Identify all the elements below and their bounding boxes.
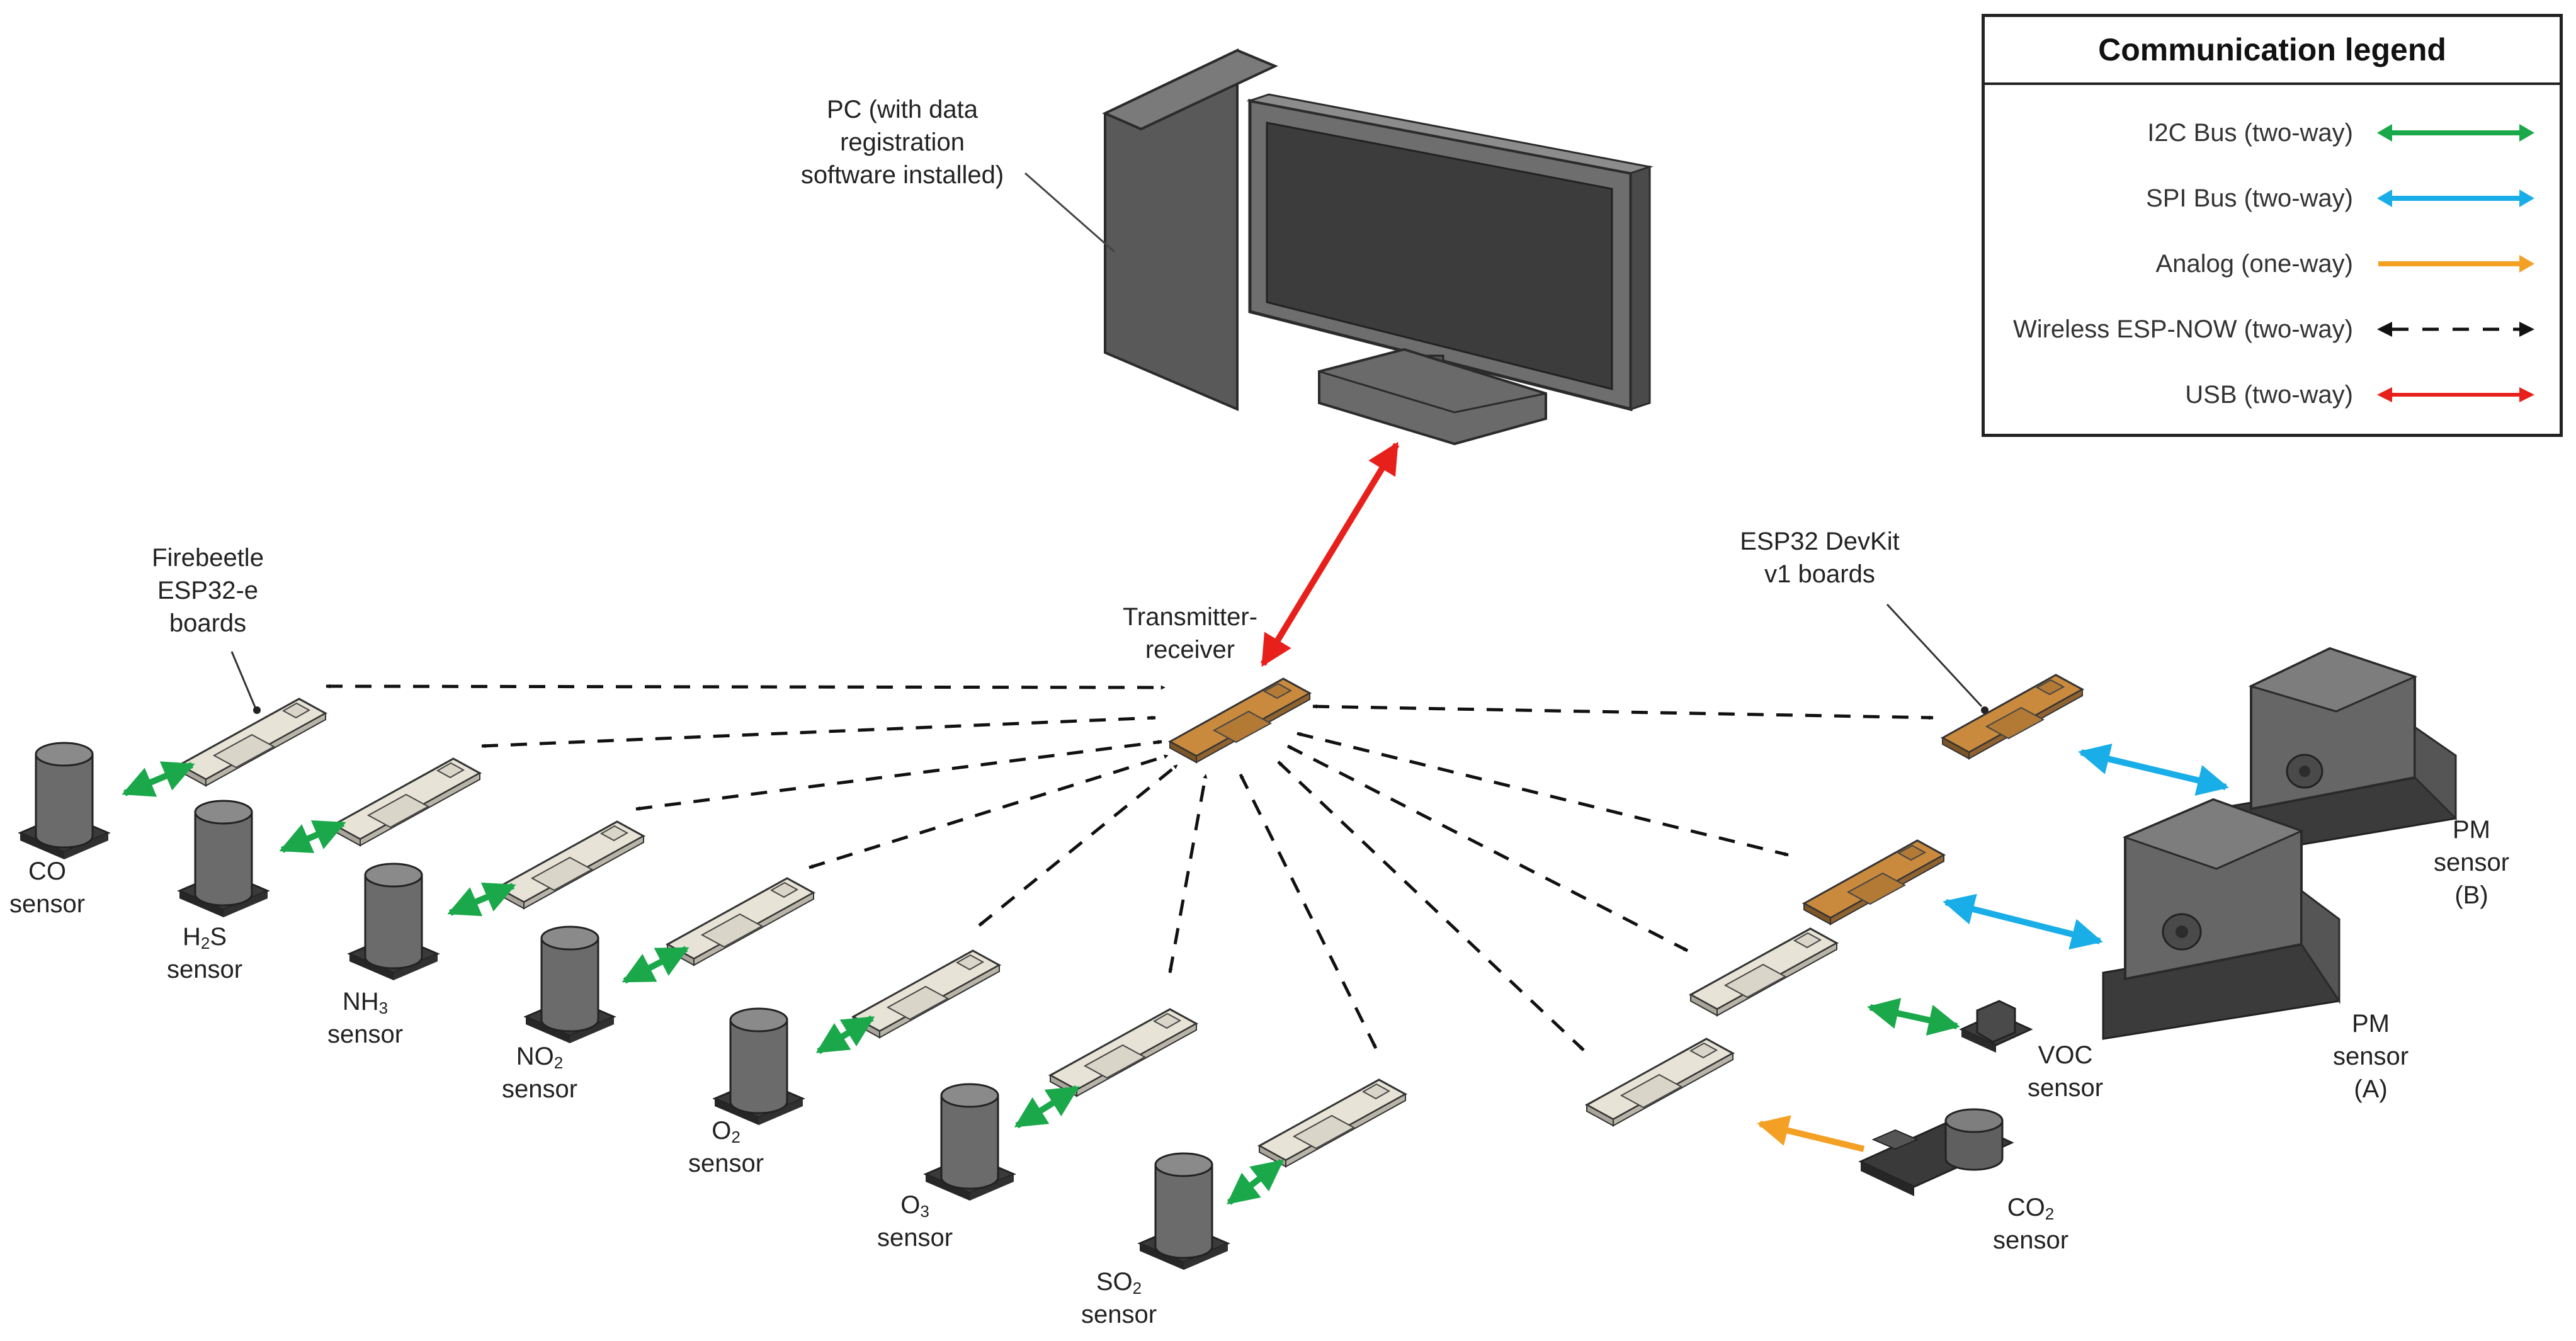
legend-item-usb: USB (two-way) [1985, 373, 2560, 424]
firebeetle-board-o3 [1049, 1008, 1198, 1097]
wireless-link-pm-a [1297, 732, 1789, 857]
wireless-link-so2 [1239, 773, 1378, 1050]
devkit-label: ESP32 DevKit v1 boards [1740, 528, 1900, 588]
devkit-board-pm-a [1803, 839, 1945, 925]
legend-label-spi: SPI Bus (two-way) [2146, 184, 2353, 212]
legend-label-wireless: Wireless ESP-NOW (two-way) [2012, 315, 2353, 343]
i2c-link-o2 [815, 1015, 875, 1055]
firebeetle-board-co [178, 698, 327, 787]
co-sensor-label: CO sensor [9, 857, 86, 918]
firebeetle-board-o2 [852, 949, 1001, 1039]
h2s-sensor-label: H2S sensor [166, 923, 243, 983]
voc-sensor-label: VOC sensor [2027, 1041, 2104, 1102]
o3-sensor-device [924, 1083, 1015, 1202]
legend-item-spi: SPI Bus (two-way) [1985, 177, 2560, 227]
analog-link-co2 [1757, 1115, 1865, 1152]
nh3-sensor-device [348, 863, 439, 982]
wireless-link-co [326, 684, 1166, 690]
firebeetle-board-h2s [332, 757, 481, 847]
i2c-link-nh3 [447, 882, 516, 917]
pm-sensor-a-label: PM sensor (A) [2332, 1010, 2409, 1103]
o3-sensor-label: O3 sensor [877, 1191, 953, 1252]
firebeetle-board-nh3 [496, 820, 645, 910]
o2-sensor-device [713, 1007, 804, 1126]
voc-sensor-device [1959, 1000, 2033, 1053]
spi-links [1943, 744, 2229, 950]
i2c-link-h2s [279, 820, 346, 854]
wireless-link-nh3 [635, 740, 1162, 811]
transmitter-receiver-board [1169, 677, 1311, 764]
nh3-sensor-label: NH3 sensor [327, 988, 404, 1048]
legend-arrow-usb [2377, 387, 2534, 402]
pm-sensor-a-device [2102, 798, 2341, 1040]
i2c-link-o3 [1014, 1085, 1080, 1129]
i2c-link-co [122, 761, 195, 797]
communication-legend: Communication legend I2C Bus (two-way) S… [1982, 14, 2563, 437]
h2s-sensor-device [178, 800, 269, 919]
i2c-link-no2 [621, 946, 689, 984]
devkit-leader-line [1886, 603, 1983, 708]
legend-arrow-i2c [2377, 124, 2534, 142]
pm-sensor-b-label: PM sensor (B) [2433, 816, 2510, 909]
legend-item-i2c: I2C Bus (two-way) [1985, 111, 2560, 162]
so2-sensor-device [1138, 1152, 1229, 1271]
transceiver-label: Transmitter- receiver [1122, 603, 1258, 664]
spi-link-pm-b [2078, 744, 2229, 796]
spi-link-pm-a [1943, 893, 2103, 950]
firebeetle-leader-line [230, 651, 256, 708]
devkit-board-co2 [1586, 1038, 1734, 1127]
wireless-link-o3 [1168, 774, 1208, 973]
i2c-link-voc [1867, 998, 1960, 1036]
wireless-link-o2 [978, 764, 1179, 927]
legend-item-analog: Analog (one-way) [1985, 242, 2560, 293]
wireless-link-co2 [1277, 761, 1585, 1051]
legend-item-wireless: Wireless ESP-NOW (two-way) [1985, 308, 2560, 358]
legend-arrow-analog [2378, 255, 2534, 273]
wireless-link-no2 [809, 754, 1169, 869]
o2-sensor-label: O2 sensor [688, 1117, 764, 1177]
i2c-links [122, 761, 1960, 1205]
usb-link-arrow [1260, 441, 1400, 667]
pc-leader-line [1024, 172, 1115, 253]
wireless-link-voc [1286, 744, 1689, 953]
co2-sensor-label: CO2 sensor [1992, 1194, 2069, 1254]
legend-label-i2c: I2C Bus (two-way) [2147, 119, 2353, 147]
pc-label: PC (with data registration software inst… [800, 96, 1004, 189]
legend-arrow-spi [2377, 190, 2534, 207]
firebeetle-board-no2 [666, 877, 815, 966]
wireless-links [326, 684, 1934, 1051]
devkit-board-voc [1689, 927, 1838, 1017]
wireless-link-pm-b [1312, 704, 1934, 720]
i2c-link-so2 [1227, 1159, 1284, 1205]
co-sensor-device [19, 742, 110, 861]
co2-sensor-device [1858, 1108, 2014, 1196]
no2-sensor-device [525, 925, 615, 1044]
firebeetle-board-so2 [1258, 1078, 1407, 1168]
no2-sensor-label: NO2 sensor [501, 1043, 578, 1103]
legend-arrow-wireless [2377, 322, 2534, 337]
wireless-link-h2s [481, 715, 1156, 749]
pc-computer-icon [1102, 48, 1654, 446]
legend-title: Communication legend [1985, 17, 2560, 85]
so2-sensor-label: SO2 sensor [1081, 1268, 1157, 1328]
firebeetle-label: Firebeetle ESP32-e boards [152, 544, 264, 637]
legend-label-usb: USB (two-way) [2185, 381, 2353, 409]
legend-label-analog: Analog (one-way) [2155, 250, 2354, 278]
